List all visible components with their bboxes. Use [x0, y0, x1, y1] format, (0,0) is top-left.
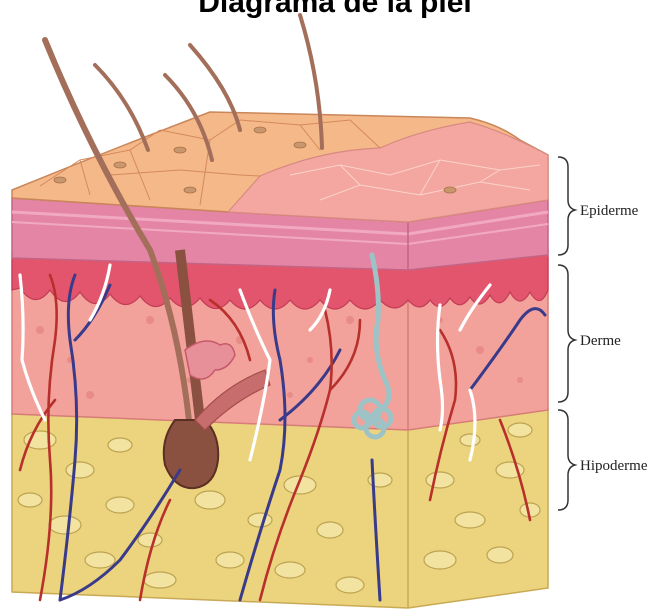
dermis-bracket — [558, 265, 575, 402]
layer-label-epidermis: Epiderme — [580, 203, 639, 219]
layer-label-hypodermis: Hipoderme — [580, 458, 648, 474]
hypodermis-layer — [12, 408, 548, 608]
hypodermis-bracket — [558, 410, 575, 510]
layer-label-dermis: Derme — [580, 333, 621, 349]
epidermis-bracket — [558, 157, 575, 255]
